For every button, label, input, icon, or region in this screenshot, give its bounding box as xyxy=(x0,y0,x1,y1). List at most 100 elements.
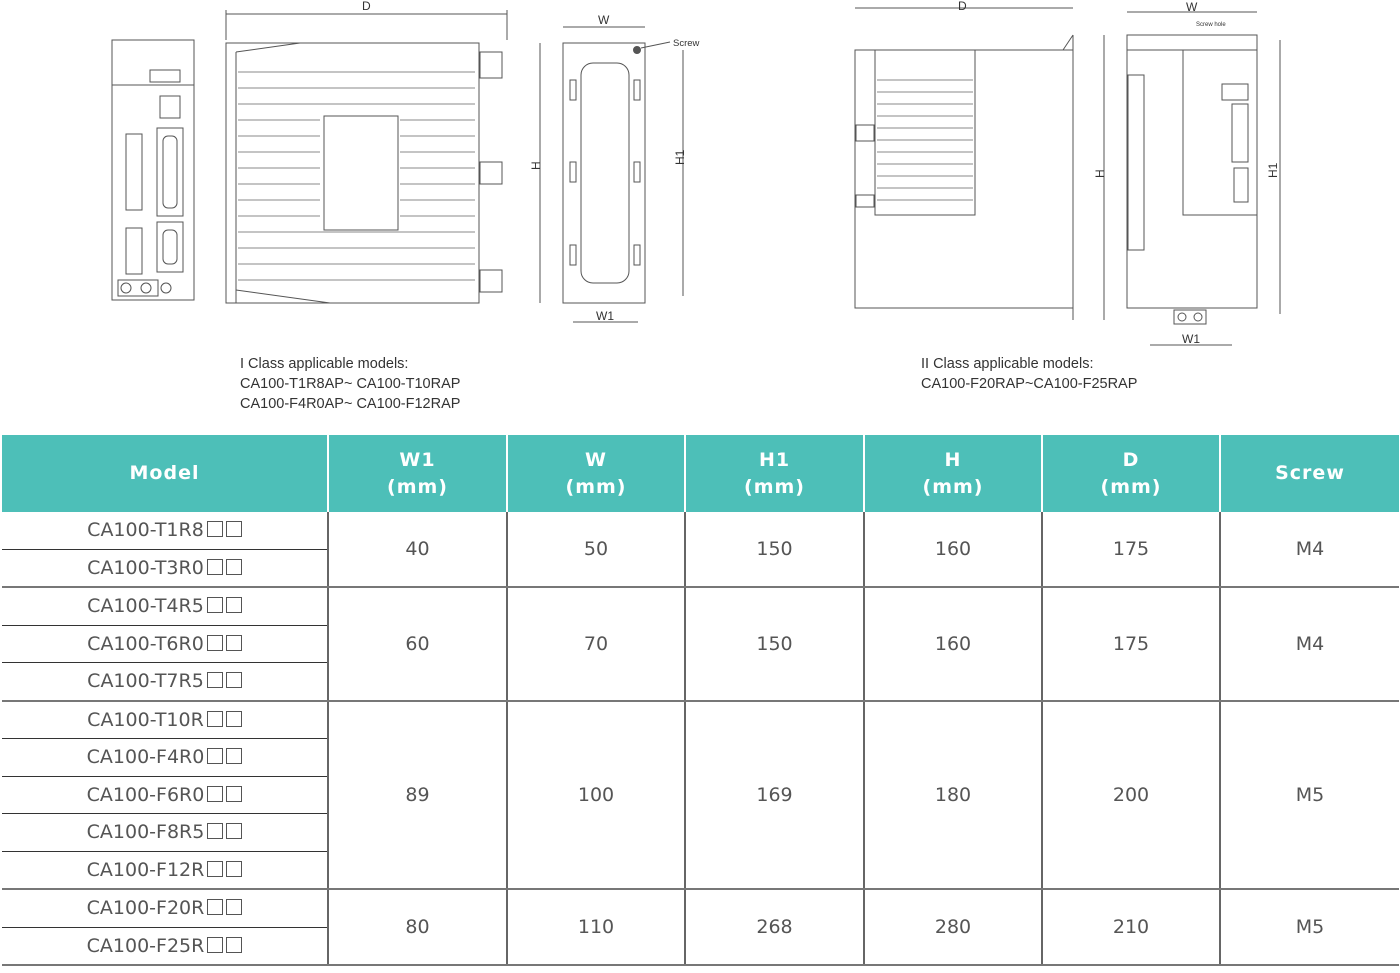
column-header: D (mm) xyxy=(1041,435,1220,512)
placeholder-box-icon xyxy=(207,748,224,765)
column-header: Model xyxy=(2,435,328,512)
dim-label-d2: D xyxy=(958,0,967,13)
model-cell: CA100-T1R8 xyxy=(2,512,328,550)
column-header: H1(mm) xyxy=(684,435,864,512)
w-cell: 50 xyxy=(506,512,685,588)
caption-line: CA100-F20RAP~CA100-F25RAP xyxy=(921,376,1138,392)
w-cell: 100 xyxy=(506,700,685,890)
class2-side-view: D xyxy=(854,0,1074,320)
header-unit: (mm) xyxy=(1100,475,1162,498)
screw-label: Screw xyxy=(673,38,700,49)
dim-label-w2: W xyxy=(1186,0,1198,14)
model-name: CA100-F25R xyxy=(86,934,205,957)
placeholder-box-icon xyxy=(225,710,242,727)
caption-line: I Class applicable models: xyxy=(240,356,409,372)
placeholder-box-icon xyxy=(206,672,223,689)
column-header: W (mm) xyxy=(506,435,685,512)
header-unit: (mm) xyxy=(744,475,805,498)
model-cell: CA100-F12R xyxy=(2,851,328,890)
placeholder-box-icon xyxy=(206,634,223,651)
class2-front-view: W Screw hole H H1 W1 xyxy=(1093,0,1281,346)
screw-cell: M4 xyxy=(1219,587,1399,702)
placeholder-box-icon xyxy=(207,785,224,802)
table-row: CA100-F6R0 xyxy=(2,776,1399,814)
column-header: H (mm) xyxy=(863,435,1042,512)
dim-label-w1: W1 xyxy=(596,309,614,323)
screw-hole-label: Screw hole xyxy=(1196,22,1226,28)
model-name: CA100-T3R0 xyxy=(87,556,204,579)
model-cell: CA100-T6R0 xyxy=(2,625,328,663)
dim-label-w: W xyxy=(598,13,610,27)
header-label: W xyxy=(585,448,607,471)
header-unit: (mm) xyxy=(565,475,627,498)
header-label: H xyxy=(944,448,962,471)
model-cell: CA100-F25R xyxy=(2,927,328,966)
placeholder-box-icon xyxy=(226,823,243,840)
table-row: CA100-T3R0 xyxy=(2,549,1399,588)
dim-label-w1-2: W1 xyxy=(1182,332,1200,346)
h-cell: 280 xyxy=(863,889,1042,966)
caption-line: CA100-F4R0AP~ CA100-F12RAP xyxy=(240,396,461,412)
model-cell: CA100-F20R xyxy=(2,889,328,928)
screw-cell: M4 xyxy=(1219,512,1399,588)
placeholder-box-icon xyxy=(226,748,243,765)
placeholder-box-icon xyxy=(207,899,224,916)
placeholder-box-icon xyxy=(206,597,223,614)
h1-cell: 150 xyxy=(684,587,864,702)
table-row: CA100-T6R0 xyxy=(2,625,1399,663)
placeholder-box-icon xyxy=(207,936,224,953)
placeholder-box-icon xyxy=(206,521,223,538)
model-name: CA100-T7R5 xyxy=(87,670,204,693)
model-cell: CA100-F6R0 xyxy=(2,776,328,814)
placeholder-box-icon xyxy=(226,899,243,916)
model-name: CA100-F6R0 xyxy=(86,783,205,806)
model-name: CA100-F8R5 xyxy=(86,821,205,844)
w1-cell: 40 xyxy=(327,512,507,588)
model-cell: CA100-T7R5 xyxy=(2,662,328,702)
header-unit: (mm) xyxy=(387,475,448,498)
model-name: CA100-T1R8 xyxy=(87,519,204,542)
table-row: CA100-F25R xyxy=(2,927,1399,966)
w1-cell: 80 xyxy=(327,889,507,966)
table-row: CA100-F4R0 xyxy=(2,738,1399,777)
model-cell: CA100-T10R xyxy=(2,700,328,739)
model-cell: CA100-T4R5 xyxy=(2,587,328,626)
column-header: W1 (mm) xyxy=(327,435,507,512)
d-cell: 175 xyxy=(1041,587,1220,702)
h1-cell: 150 xyxy=(684,512,864,588)
model-cell: CA100-F8R5 xyxy=(2,813,328,852)
table-row: CA100-T7R5 xyxy=(2,662,1399,702)
d-cell: 175 xyxy=(1041,512,1220,588)
placeholder-box-icon xyxy=(225,558,242,575)
model-name: CA100-T4R5 xyxy=(87,595,204,618)
d-cell: 210 xyxy=(1041,889,1220,966)
class1-rear-view: W Screw H H1 W1 xyxy=(529,13,700,323)
header-label: W1 xyxy=(399,448,436,471)
column-header: Screw xyxy=(1219,435,1399,512)
class2-caption: II Class applicable models: CA100-F20RAP… xyxy=(921,354,1137,394)
screw-cell: M5 xyxy=(1219,700,1399,890)
placeholder-box-icon xyxy=(225,634,242,651)
screw-cell: M5 xyxy=(1219,889,1399,966)
h-cell: 180 xyxy=(863,700,1042,890)
w1-cell: 60 xyxy=(327,587,507,702)
caption-line: CA100-T1R8AP~ CA100-T10RAP xyxy=(240,376,461,392)
placeholder-box-icon xyxy=(206,558,223,575)
placeholder-box-icon xyxy=(207,823,224,840)
table-row: CA100-F12R xyxy=(2,851,1399,890)
dim-label-h1: H1 xyxy=(673,149,687,165)
dim-label-h: H xyxy=(529,161,543,170)
placeholder-box-icon xyxy=(226,785,243,802)
model-name: CA100-F20R xyxy=(86,897,205,920)
header-label: D xyxy=(1122,448,1140,471)
placeholder-box-icon xyxy=(225,597,242,614)
class1-caption: I Class applicable models: CA100-T1R8AP~… xyxy=(240,354,460,414)
placeholder-box-icon xyxy=(226,936,243,953)
header-unit: (mm) xyxy=(922,475,984,498)
